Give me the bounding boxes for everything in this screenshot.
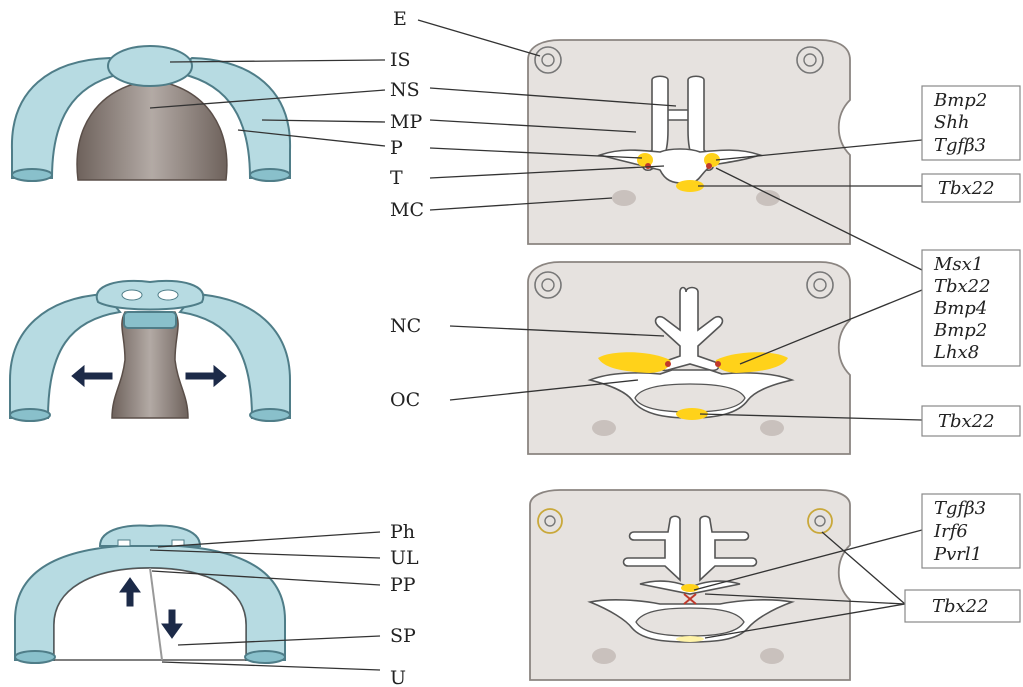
label-palatal-shelf: P xyxy=(390,137,403,159)
coronal-section-2 xyxy=(528,262,850,454)
label-tongue: T xyxy=(390,167,403,189)
expression-tongue-3 xyxy=(676,636,704,642)
label-intermaxillary-segment: IS xyxy=(390,49,411,71)
gene-label: Tbx22 xyxy=(938,411,995,432)
left-palate-stage-2 xyxy=(10,281,290,421)
gene-box-4: Tbx22 xyxy=(922,406,1020,436)
shelf-end-left-1 xyxy=(12,169,52,181)
gene-box-5: Tgfβ3 Irf6 Pvrl1 xyxy=(922,494,1020,568)
gene-label: Bmp2 xyxy=(933,90,987,111)
gene-label: Irf6 xyxy=(933,521,968,542)
gene-label: Shh xyxy=(934,112,970,133)
gene-label: Tgfβ3 xyxy=(934,498,986,519)
gene-label: Bmp2 xyxy=(933,320,987,341)
shelf-end-left-2 xyxy=(10,409,50,421)
intermaxillary-segment-1 xyxy=(108,46,192,86)
tongue-top-2 xyxy=(124,312,176,328)
meckels-cartilage-right-3 xyxy=(760,648,784,664)
label-uvula: U xyxy=(390,667,406,687)
high-expression-left-1 xyxy=(645,163,651,169)
tongue-section-2 xyxy=(635,384,745,412)
gene-box-1: Bmp2 Shh Tgfβ3 xyxy=(922,86,1020,160)
gene-box-3: Msx1 Tbx22 Bmp4 Bmp2 Lhx8 xyxy=(922,250,1020,366)
shelf-end-right-2 xyxy=(250,409,290,421)
nasal-opening-left-2 xyxy=(122,290,142,300)
label-primary-palate: PP xyxy=(390,574,416,596)
label-oral-cavity: OC xyxy=(390,389,420,411)
gene-label: Msx1 xyxy=(933,254,983,275)
primary-palate-bump xyxy=(100,526,200,546)
coronal-section-1 xyxy=(528,40,850,244)
meckels-cartilage-right-2 xyxy=(760,420,784,436)
left-palatal-shelf-2 xyxy=(10,294,120,418)
fused-palate-3 xyxy=(54,568,246,660)
right-palatal-shelf-2 xyxy=(180,294,290,418)
expression-midline-3 xyxy=(681,584,699,592)
label-eye: E xyxy=(393,8,407,30)
gene-label: Lhx8 xyxy=(933,342,979,363)
meckels-cartilage-left-3 xyxy=(592,648,616,664)
intermaxillary-segment-2 xyxy=(97,281,204,310)
structure-labels: E IS NS MP P T MC NC OC Ph UL PP SP U xyxy=(390,8,424,687)
left-palate-stage-1 xyxy=(12,46,290,181)
gene-label: Bmp4 xyxy=(933,298,987,319)
coronal-section-3 xyxy=(530,490,850,680)
tongue-1 xyxy=(77,80,227,180)
shelf-end-right-1 xyxy=(250,169,290,181)
arrow-left-icon xyxy=(186,366,226,386)
label-nasal-cavity: NC xyxy=(390,315,421,337)
meckels-cartilage-left-1 xyxy=(612,190,636,206)
tongue-section-3 xyxy=(636,608,744,636)
nasal-hole-left-3 xyxy=(118,540,130,546)
meckels-cartilage-left-2 xyxy=(592,420,616,436)
gene-label: Tbx22 xyxy=(938,178,995,199)
label-philtrum: Ph xyxy=(390,521,415,543)
high-expression-left-2 xyxy=(665,361,671,367)
shelf-end-left-3 xyxy=(15,651,55,663)
gene-label: Tbx22 xyxy=(932,596,989,617)
label-maxillary-process: MP xyxy=(390,111,422,133)
gene-label: Tgfβ3 xyxy=(934,135,986,156)
label-secondary-palate: SP xyxy=(390,625,416,647)
gene-label: Pvrl1 xyxy=(933,544,982,565)
high-expression-right-1 xyxy=(706,163,712,169)
gene-label: Tbx22 xyxy=(934,276,991,297)
label-nasal-septum: NS xyxy=(390,79,420,101)
label-meckels-cartilage: MC xyxy=(390,199,424,221)
arrow-right-icon xyxy=(72,366,112,386)
label-upper-lip: UL xyxy=(390,547,419,569)
high-expression-right-2 xyxy=(715,361,721,367)
gene-box-2: Tbx22 xyxy=(922,174,1020,202)
gene-box-6: Tbx22 xyxy=(905,590,1020,622)
shelf-end-right-3 xyxy=(245,651,285,663)
nasal-opening-right-2 xyxy=(158,290,178,300)
